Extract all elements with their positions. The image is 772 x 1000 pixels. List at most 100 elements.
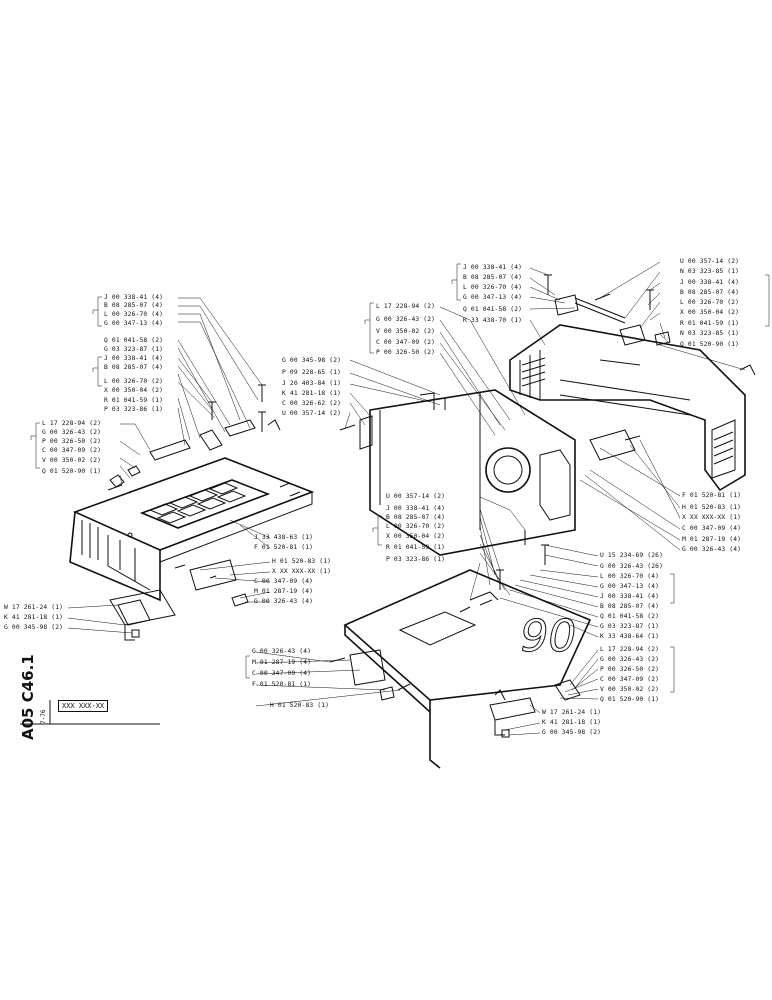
part-label: M 01 287-19 (4) [252,659,312,666]
reference-box: XXX XXX-XX [58,700,109,712]
part-label: L 00 326-70 (2) [680,299,740,306]
part-label: J 00 338-41 (4) [104,294,164,301]
part-label: X XX XXX-XX (1) [272,568,332,575]
part-label: X XX XXX-XX (1) [682,514,742,521]
part-label: R 01 041-59 (1) [104,397,164,404]
part-label: L 00 326-70 (4) [104,311,164,318]
part-label: H 01 520-83 (1) [682,504,742,511]
part-label: V 00 350-02 (2) [376,328,436,335]
part-label: B 08 285-07 (4) [600,603,660,610]
part-label: J 00 338-41 (4) [680,279,740,286]
part-label: G 00 347-13 (4) [600,583,660,590]
part-label: U 00 357-14 (2) [680,258,740,265]
part-label: G 03 323-87 (1) [104,346,164,353]
part-label: Q 01 520-90 (1) [680,341,740,348]
part-label: L 00 326-70 (2) [104,378,164,385]
part-label: B 08 285-07 (4) [104,364,164,371]
part-label: L 17 228-94 (2) [600,646,660,653]
part-label: C 00 347-09 (4) [682,525,742,532]
part-label: G 00 345-98 (2) [282,357,342,364]
part-label: B 08 285-07 (4) [680,289,740,296]
panel-number: 90 [515,611,581,663]
part-label: P 03 323-86 (1) [386,556,446,563]
part-label: N 03 323-85 (1) [680,330,740,337]
part-label: M 01 287-19 (4) [682,536,742,543]
part-label: B 08 285-07 (4) [386,514,446,521]
part-label: K 41 281-18 (1) [282,390,342,397]
part-label: G 00 326-43 (26) [600,563,664,570]
part-label: F 01 520-81 (1) [682,492,742,499]
part-label: M 01 287-19 (4) [254,588,314,595]
part-label: B 08 285-07 (4) [104,302,164,309]
part-label: G 00 326-43 (2) [42,429,102,436]
part-label: X 00 350-04 (2) [386,533,446,540]
part-label: G 00 345-98 (2) [4,624,64,631]
part-label: Q 01 520-90 (1) [600,696,660,703]
part-label: N 03 323-85 (1) [680,268,740,275]
part-label: G 00 326-43 (2) [600,656,660,663]
part-label: C 00 347-09 (2) [376,339,436,346]
part-label: Q 01 041-58 (2) [104,337,164,344]
lower-left-hardware [329,649,411,701]
part-label: R 33 438-70 (1) [463,317,523,324]
part-label: C 00 326-62 (2) [282,400,342,407]
part-label: L 00 326-70 (4) [600,573,660,580]
part-label: G 00 345-98 (2) [542,729,602,736]
part-label: K 41 281-18 (1) [4,614,64,621]
part-label: Q 01 041-58 (2) [463,306,523,313]
part-label: P 00 326-50 (2) [600,666,660,673]
part-label: P 00 326-50 (2) [376,349,436,356]
part-label: F 01 520-81 (1) [252,681,312,688]
part-label: V 00 350-02 (2) [42,457,102,464]
part-label: J 00 338-41 (4) [463,264,523,271]
part-label: Q 01 520-90 (1) [42,468,102,475]
part-label: J 00 338-41 (4) [104,355,164,362]
part-label: U 15 234-69 (26) [600,552,664,559]
part-label: G 00 326-43 (4) [682,546,742,553]
part-label: G 03 323-87 (1) [600,623,660,630]
part-label: J 33 438-63 (1) [254,534,314,541]
part-label: U 00 357-14 (2) [386,493,446,500]
center-panel [339,389,576,556]
part-label: H 01 520-83 (1) [272,558,332,565]
part-label: W 17 261-24 (1) [542,709,602,716]
part-label: X 00 350-04 (2) [104,387,164,394]
part-label: B 08 285-07 (4) [463,274,523,281]
part-label: V 00 350-02 (2) [600,686,660,693]
part-label: J 20 403-84 (1) [282,380,342,387]
part-label: P 09 228-65 (1) [282,369,342,376]
part-label: C 00 347-09 (2) [600,676,660,683]
part-label: G 00 347-13 (4) [463,294,523,301]
part-label: L 00 326-70 (4) [463,284,523,291]
part-label: R 01 041-59 (1) [386,544,446,551]
part-label: H 01 520-83 (1) [270,702,330,709]
part-label: L 00 326-70 (2) [386,523,446,530]
part-label: R 01 041-59 (1) [680,320,740,327]
part-label: W 17 261-24 (1) [4,604,64,611]
left-cover-panel [69,457,315,602]
part-label: J 00 338-41 (4) [600,593,660,600]
part-label: L 17 228-94 (2) [376,303,436,310]
part-label: K 33 438-64 (1) [600,633,660,640]
part-label: X 00 350-04 (2) [680,309,740,316]
part-label: G 00 326-43 (2) [376,316,436,323]
part-label: P 00 326-50 (2) [42,438,102,445]
part-label: G 00 347-13 (4) [104,320,164,327]
right-front-panel [509,274,756,492]
part-label: C 00 347-09 (4) [252,670,312,677]
part-label: F 01 520-81 (1) [254,544,314,551]
part-label: G 00 326-43 (4) [254,598,314,605]
part-label: U 00 357-14 (2) [282,410,342,417]
leader-lines [67,261,746,736]
part-label: J 00 338-41 (4) [386,505,446,512]
code-frame [49,700,160,725]
part-label: C 00 347-09 (4) [254,578,314,585]
part-label: P 03 323-86 (1) [104,406,164,413]
sheet-date: 7-76 [40,709,47,724]
part-label: Q 01 041-58 (2) [600,613,660,620]
sheet-code: A05 C46.1 [19,654,37,740]
group-brackets [30,263,770,693]
part-label: K 41 281-18 (1) [542,719,602,726]
